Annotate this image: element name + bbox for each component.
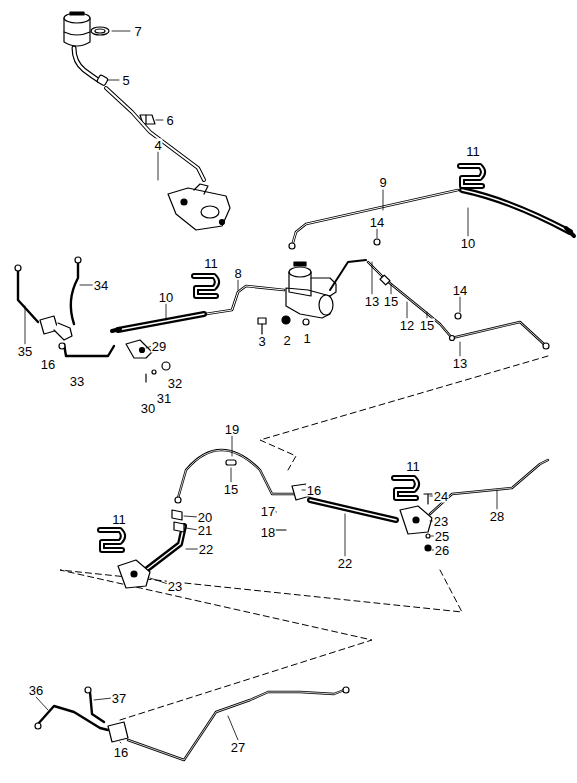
callout-number: 37 bbox=[111, 692, 127, 705]
brake-pipe bbox=[206, 286, 284, 314]
callout-number: 22 bbox=[198, 543, 214, 556]
fluid-reservoir bbox=[64, 12, 98, 80]
brake-pipe bbox=[430, 460, 548, 514]
callout-number: 18 bbox=[260, 526, 276, 539]
callout-number: 14 bbox=[452, 284, 468, 297]
callout-number: 13 bbox=[364, 295, 380, 308]
callout-number: 9 bbox=[378, 176, 387, 189]
callout-number: 16 bbox=[40, 358, 56, 371]
hose-clip bbox=[194, 276, 217, 296]
callout-number: 27 bbox=[230, 741, 246, 754]
callout-number: 14 bbox=[369, 216, 385, 229]
callout-number: 10 bbox=[460, 237, 476, 250]
callout-number: 15 bbox=[383, 295, 399, 308]
callout-number: 36 bbox=[28, 684, 44, 697]
callout-number: 15 bbox=[223, 483, 239, 496]
callout-number: 5 bbox=[121, 74, 130, 87]
callout-number: 17 bbox=[260, 505, 276, 518]
callout-number: 29 bbox=[151, 340, 167, 353]
callout-number: 20 bbox=[197, 511, 213, 524]
brake-hose bbox=[146, 500, 396, 570]
brake-hose bbox=[112, 314, 204, 331]
small-parts bbox=[258, 316, 309, 334]
callout-number: 4 bbox=[153, 139, 162, 152]
callout-number: 24 bbox=[433, 490, 449, 503]
callout-number: 16 bbox=[306, 484, 322, 497]
brake-hose bbox=[462, 190, 574, 236]
master-cylinder-small bbox=[168, 184, 230, 230]
callout-number: 33 bbox=[69, 375, 85, 388]
master-cylinder bbox=[286, 262, 336, 318]
callout-number: 31 bbox=[156, 392, 172, 405]
feed-pipe bbox=[106, 88, 204, 180]
callout-number: 10 bbox=[158, 291, 174, 304]
hose-clamp bbox=[91, 27, 109, 35]
callout-number: 35 bbox=[17, 345, 33, 358]
callout-number: 26 bbox=[434, 544, 450, 557]
callout-number: 8 bbox=[233, 267, 242, 280]
continuation-line bbox=[60, 356, 548, 720]
wheel-pipes bbox=[15, 257, 114, 356]
callout-number: 28 bbox=[489, 510, 505, 523]
callout-number: 6 bbox=[165, 114, 174, 127]
hose-clip bbox=[460, 166, 483, 186]
callout-number: 25 bbox=[434, 530, 450, 543]
brake-pipe bbox=[175, 450, 310, 503]
callout-number: 32 bbox=[167, 377, 183, 390]
callout-number: 23 bbox=[167, 580, 183, 593]
callout-number: 11 bbox=[203, 257, 219, 270]
caliper-bracket bbox=[118, 494, 432, 588]
callout-number: 34 bbox=[93, 279, 109, 292]
callout-number: 23 bbox=[433, 515, 449, 528]
callout-number: 1 bbox=[302, 332, 311, 345]
callout-number: 21 bbox=[197, 524, 213, 537]
callout-number: 7 bbox=[133, 25, 142, 38]
callout-number: 19 bbox=[224, 423, 240, 436]
callout-number: 13 bbox=[452, 357, 468, 370]
brake-pipe bbox=[330, 239, 549, 349]
callout-number: 15 bbox=[419, 319, 435, 332]
callout-number: 12 bbox=[399, 319, 415, 332]
callout-number: 30 bbox=[140, 402, 156, 415]
leader-lines bbox=[25, 31, 497, 743]
rear-pipes bbox=[35, 687, 349, 760]
hose-plug bbox=[97, 75, 109, 86]
callout-number: 11 bbox=[465, 145, 481, 158]
mounting-bracket bbox=[126, 340, 170, 382]
callout-number: 2 bbox=[282, 334, 291, 347]
brake-pipe bbox=[289, 190, 458, 249]
callout-number: 11 bbox=[111, 513, 127, 526]
hose-clip bbox=[100, 478, 417, 550]
callout-number: 3 bbox=[257, 335, 266, 348]
callout-number: 16 bbox=[113, 746, 129, 759]
callout-number: 11 bbox=[405, 460, 421, 473]
callout-number: 22 bbox=[337, 557, 353, 570]
